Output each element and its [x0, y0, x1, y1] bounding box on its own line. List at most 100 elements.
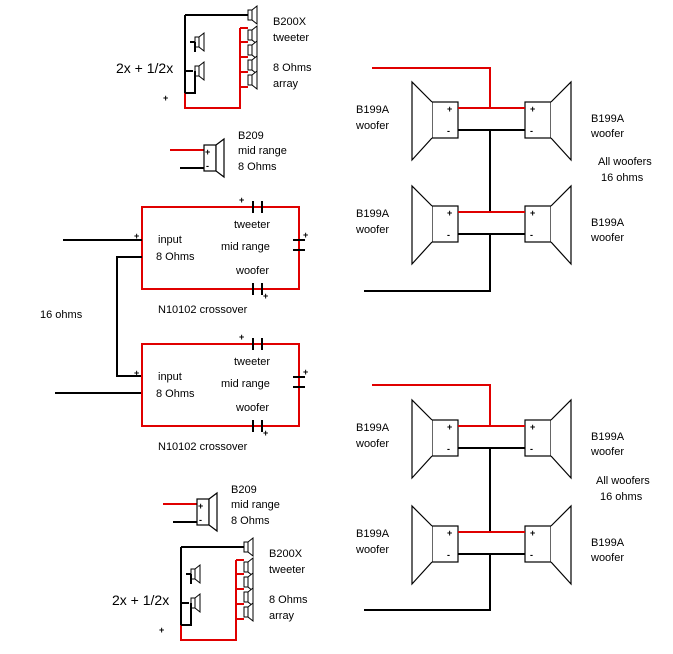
woofer-magnet: [524, 101, 552, 139]
plus-sign: +: [159, 625, 164, 635]
midrange-cone: [208, 491, 218, 533]
plus-sign: +: [134, 368, 139, 378]
wire: [185, 85, 196, 94]
tweeter-icon: [243, 557, 254, 577]
crossover-woofer-label: woofer: [235, 402, 269, 414]
woofer-model: B199A: [356, 528, 390, 540]
midrange-model: B209: [238, 130, 264, 142]
tweeter-kind: tweeter: [273, 32, 309, 44]
plus-sign: +: [530, 104, 535, 114]
woofer-cone: [550, 398, 572, 480]
woofer-cone: [550, 504, 572, 586]
plus-sign: +: [205, 147, 210, 157]
minus-sign: -: [199, 515, 202, 525]
woofer-cone: [411, 80, 433, 162]
crossover-name: N10102 crossover: [158, 441, 248, 453]
positive-wire: [372, 67, 491, 108]
woofer-magnet: [524, 205, 552, 243]
woofer-model: B199A: [356, 208, 390, 220]
woofer-kind: woofer: [355, 120, 389, 132]
woofer-kind: woofer: [590, 232, 624, 244]
plus-sign: +: [134, 231, 139, 241]
plus-sign: +: [263, 291, 268, 301]
tweeter-icon: [190, 593, 201, 613]
crossover-input-label: input: [158, 234, 182, 246]
minus-sign: -: [530, 126, 533, 136]
minus-sign: -: [530, 230, 533, 240]
plus-sign: +: [447, 208, 452, 218]
minus-sign: -: [530, 444, 533, 454]
midrange-impedance: 8 Ohms: [231, 515, 270, 527]
woofer-model: B199A: [591, 113, 625, 125]
tweeter-array-label: array: [273, 78, 299, 90]
woofer-model: B199A: [591, 537, 625, 549]
tweeter-icon: [247, 5, 258, 25]
woofer-note: 16 ohms: [600, 491, 643, 503]
tweeter-impedance: 8 Ohms: [273, 62, 312, 74]
tweeter-icon: [194, 32, 205, 52]
plus-sign: +: [303, 230, 308, 240]
tweeter-model: B200X: [273, 16, 307, 28]
tweeter-icon: [243, 587, 254, 607]
series-link: 16 ohms: [40, 239, 142, 394]
woofer-kind: woofer: [590, 446, 624, 458]
woofer-model: B199A: [591, 431, 625, 443]
midrange-impedance: 8 Ohms: [238, 161, 277, 173]
plus-sign: +: [530, 528, 535, 538]
woofer-model: B199A: [356, 104, 390, 116]
tweeter-kind: tweeter: [269, 564, 305, 576]
woofer-cone: [411, 398, 433, 480]
crossover-impedance-label: 8 Ohms: [156, 388, 195, 400]
crossover-woofer-label: woofer: [235, 265, 269, 277]
tweeter-icon: [247, 25, 258, 45]
plus-sign: +: [163, 93, 168, 103]
plus-sign: +: [239, 332, 244, 342]
wire: [181, 617, 192, 626]
negative-wire: [364, 554, 491, 611]
plus-sign: +: [447, 422, 452, 432]
woofer-cone: [550, 184, 572, 266]
woofer-cone: [411, 504, 433, 586]
series-impedance-label: 16 ohms: [40, 309, 83, 321]
woofer-kind: woofer: [355, 438, 389, 450]
woofer-pair-1: + - + - B199A woofer B199A woofer: [355, 80, 625, 162]
crossover-board: [141, 343, 300, 427]
woofer-magnet: [431, 205, 459, 243]
tweeter-ratio: 2x + 1/2x: [112, 592, 169, 608]
positive-wire: [372, 384, 491, 426]
crossover-name: N10102 crossover: [158, 304, 248, 316]
negative-wire: [364, 234, 491, 292]
minus-sign: -: [206, 161, 209, 171]
crossover-input-label: input: [158, 371, 182, 383]
minus-sign: -: [447, 126, 450, 136]
tweeter-icon: [247, 70, 258, 90]
plus-sign: +: [447, 104, 452, 114]
tweeter-icon: [247, 40, 258, 60]
tweeter-icon: [243, 537, 254, 557]
midrange-kind: mid range: [231, 499, 280, 511]
woofer-magnet: [431, 419, 459, 457]
woofer-kind: woofer: [355, 224, 389, 236]
crossover-tweeter-label: tweeter: [234, 356, 270, 368]
woofer-cone: [550, 80, 572, 162]
plus-sign: +: [530, 422, 535, 432]
minus-sign: -: [530, 550, 533, 560]
woofer-kind: woofer: [590, 128, 624, 140]
woofer-magnet: [431, 101, 459, 139]
woofer-note: All woofers: [598, 156, 652, 168]
crossover-mid-label: mid range: [221, 241, 270, 253]
plus-sign: +: [447, 528, 452, 538]
woofer-magnet: [524, 419, 552, 457]
woofer-cone: [411, 184, 433, 266]
minus-sign: -: [447, 550, 450, 560]
tweeter-ratio: 2x + 1/2x: [116, 60, 173, 76]
crossover-impedance-label: 8 Ohms: [156, 251, 195, 263]
crossover-mid-label: mid range: [221, 378, 270, 390]
woofer-magnet: [524, 525, 552, 563]
